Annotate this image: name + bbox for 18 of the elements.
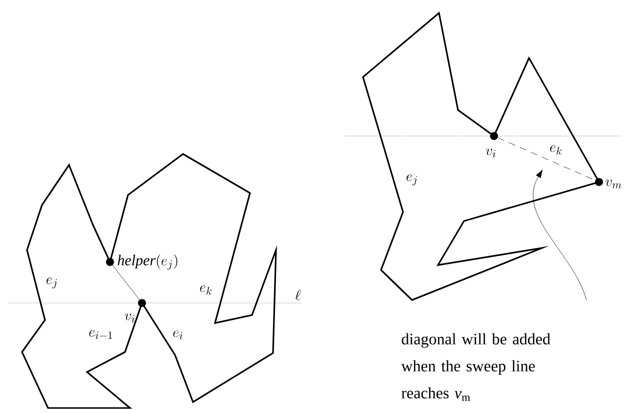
annotation-text: diagonal will be added when the sweep line reaches v$_{m}$ [401, 333, 550, 401]
vertex-point: $v_i$ [124, 299, 146, 322]
side-symbol: $e_k$ [200, 285, 212, 295]
side-symbol: $e_i$ [173, 330, 182, 340]
node-label: $v_i$ [486, 148, 496, 158]
vertex-point: $v_m$ [595, 178, 622, 188]
leader-line [532, 170, 587, 300]
connector-line [112, 265, 140, 300]
node-label: $v_i$ [124, 314, 134, 322]
node-label: $\mathit{helper}(e_j)$ [118, 254, 178, 270]
side-symbol: $e_j$ [406, 174, 417, 186]
vertex-point: $v_i$ [486, 132, 498, 158]
side-symbol: $e_{i-1}$ [89, 330, 112, 339]
side-symbol: $e_k$ [550, 145, 562, 155]
side-symbol: $e_j$ [46, 278, 57, 288]
line-symbol: $\ell$ [295, 290, 301, 300]
vertex-point: $\mathit{helper}(e_j)$ [106, 254, 178, 270]
node-label: $v_m$ [606, 180, 622, 188]
